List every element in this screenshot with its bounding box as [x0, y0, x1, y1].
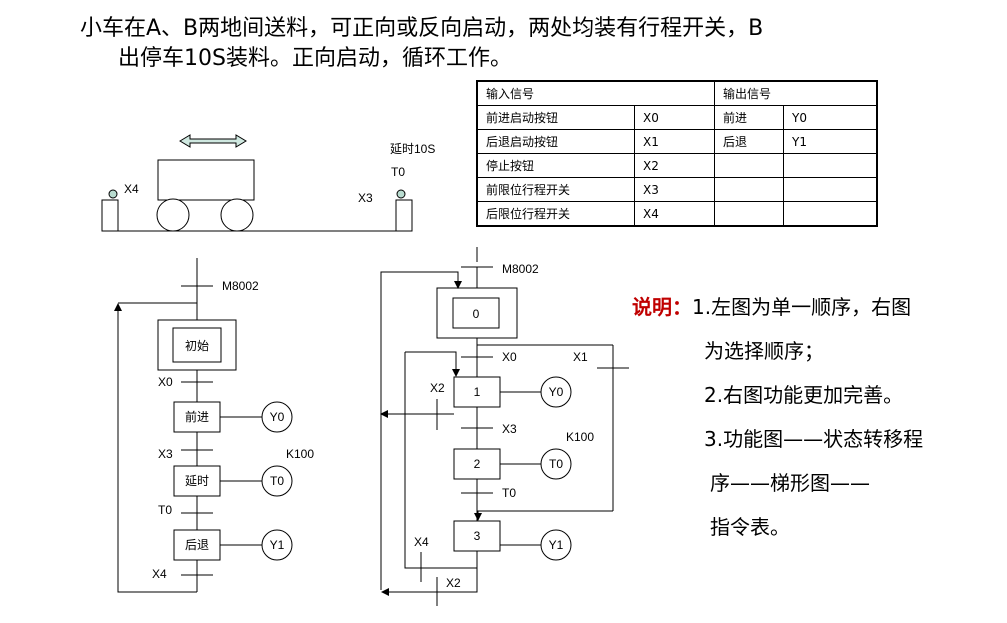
title: 小车在A、B两地间送料，可正向或反向启动，两处均装有行程开关，B 出停车10S装… — [80, 14, 980, 74]
cart-illustration: X4 X3 延时10S T0 — [101, 134, 435, 232]
right-t-x2-top: X2 — [430, 381, 445, 395]
left-loop-line — [114, 303, 197, 593]
notes-line-3c: 指令表。 — [710, 515, 790, 539]
right-step-3-label: 3 — [474, 529, 481, 543]
left-k100: K100 — [286, 447, 314, 461]
table-row: 后限位行程开关 X4 — [476, 201, 878, 227]
cart-x4-label: X4 — [124, 182, 139, 196]
left-t-x0: X0 — [158, 375, 173, 389]
switch-post-right — [395, 199, 413, 232]
notes-line-3: 3.功能图——状态转移程 — [704, 427, 924, 451]
switch-post-left — [101, 199, 119, 232]
notes-line-2: 2.右图功能更加完善。 — [704, 383, 904, 407]
right-out-y1-label: Y1 — [549, 538, 564, 552]
in-name: 后限位行程开关 — [476, 201, 635, 227]
right-t-x3: X3 — [502, 422, 517, 436]
right-t-x1: X1 — [573, 350, 588, 364]
title-line-2: 出停车10S装料。正向启动，循环工作。 — [118, 46, 512, 71]
left-t-x3: X3 — [158, 447, 173, 461]
cart-delay-label: 延时10S — [390, 142, 435, 156]
left-step-2: 延时 — [185, 474, 209, 488]
out-addr — [783, 201, 878, 227]
right-k100: K100 — [566, 430, 594, 444]
left-t-t0: T0 — [158, 503, 172, 517]
left-out-y0-label: Y0 — [270, 410, 285, 424]
notes-line-1b: 为选择顺序； — [704, 339, 824, 363]
notes-line-3b: 序——梯形图—— — [710, 471, 870, 495]
cart-timer-label: T0 — [391, 165, 405, 179]
input-header: 输入信号 — [476, 80, 715, 106]
switch-roller-left — [108, 189, 118, 199]
out-addr: Y1 — [783, 129, 878, 154]
explanation-notes: 说明：1.左图为单一顺序，右图 为选择顺序； 2.右图功能更加完善。 3.功能图… — [632, 285, 992, 549]
notes-line-1: 1.左图为单一顺序，右图 — [692, 295, 912, 319]
left-out-t0-label: T0 — [270, 474, 284, 488]
right-t-x2-bottom: X2 — [446, 576, 461, 590]
output-header: 输出信号 — [714, 80, 878, 106]
out-addr: Y0 — [783, 105, 878, 130]
out-name — [714, 177, 784, 202]
right-sfc: M8002 0 X0 X1 1 Y0 X2 X3 2 T0 K100 — [380, 247, 629, 606]
left-out-y1 — [261, 529, 293, 561]
left-initial-step-inner — [172, 327, 222, 363]
cart-x3-label: X3 — [358, 191, 373, 205]
right-initial-step-inner — [452, 297, 500, 329]
right-m8002: M8002 — [502, 262, 539, 276]
in-name: 后退启动按钮 — [476, 129, 635, 154]
title-line-1: 小车在A、B两地间送料，可正向或反向启动，两处均装有行程开关，B — [80, 16, 764, 41]
right-t-x4: X4 — [414, 535, 429, 549]
left-step-3: 后退 — [185, 538, 209, 552]
right-out-y0-label: Y0 — [549, 385, 564, 399]
left-m8002: M8002 — [222, 279, 259, 293]
left-sfc: M8002 初始 X0 前进 Y0 X3 延时 T0 K100 T0 后退 Y1… — [114, 258, 314, 593]
left-t-x4: X4 — [152, 567, 167, 581]
table-row: 前进启动按钮 X0 前进 Y0 — [476, 105, 878, 130]
right-step-2-label: 2 — [474, 457, 481, 471]
left-step-1: 前进 — [185, 409, 209, 424]
in-addr: X1 — [634, 129, 715, 154]
in-addr: X2 — [634, 153, 715, 178]
left-out-t0 — [261, 465, 293, 497]
cart-wheel-right — [220, 198, 254, 232]
out-addr — [783, 177, 878, 202]
right-out-t0-label: T0 — [549, 457, 563, 471]
io-table: 输入信号 输出信号 前进启动按钮 X0 前进 Y0 后退启动按钮 X1 后退 Y… — [476, 80, 878, 227]
table-row: 前限位行程开关 X3 — [476, 177, 878, 202]
left-out-y0 — [261, 401, 293, 433]
cart-wheel-left — [156, 198, 190, 232]
double-arrow-icon — [179, 134, 247, 148]
right-step-0: 0 — [473, 307, 480, 321]
right-t-x0: X0 — [502, 350, 517, 364]
out-name — [714, 201, 784, 227]
switch-roller-right — [396, 189, 406, 199]
in-name: 前限位行程开关 — [476, 177, 635, 202]
io-table-header: 输入信号 输出信号 — [476, 80, 878, 106]
out-addr — [783, 153, 878, 178]
out-name — [714, 153, 784, 178]
cart-body — [157, 159, 255, 201]
right-out-y0 — [540, 376, 572, 408]
right-t-t0: T0 — [502, 486, 516, 500]
left-out-y1-label: Y1 — [270, 538, 285, 552]
in-addr: X3 — [634, 177, 715, 202]
in-addr: X4 — [634, 201, 715, 227]
right-out-t0 — [540, 448, 572, 480]
right-step-1-label: 1 — [474, 385, 481, 399]
left-step-0: 初始 — [185, 339, 209, 353]
notes-heading: 说明： — [632, 295, 692, 319]
table-row: 后退启动按钮 X1 后退 Y1 — [476, 129, 878, 154]
right-out-y1 — [540, 529, 572, 561]
